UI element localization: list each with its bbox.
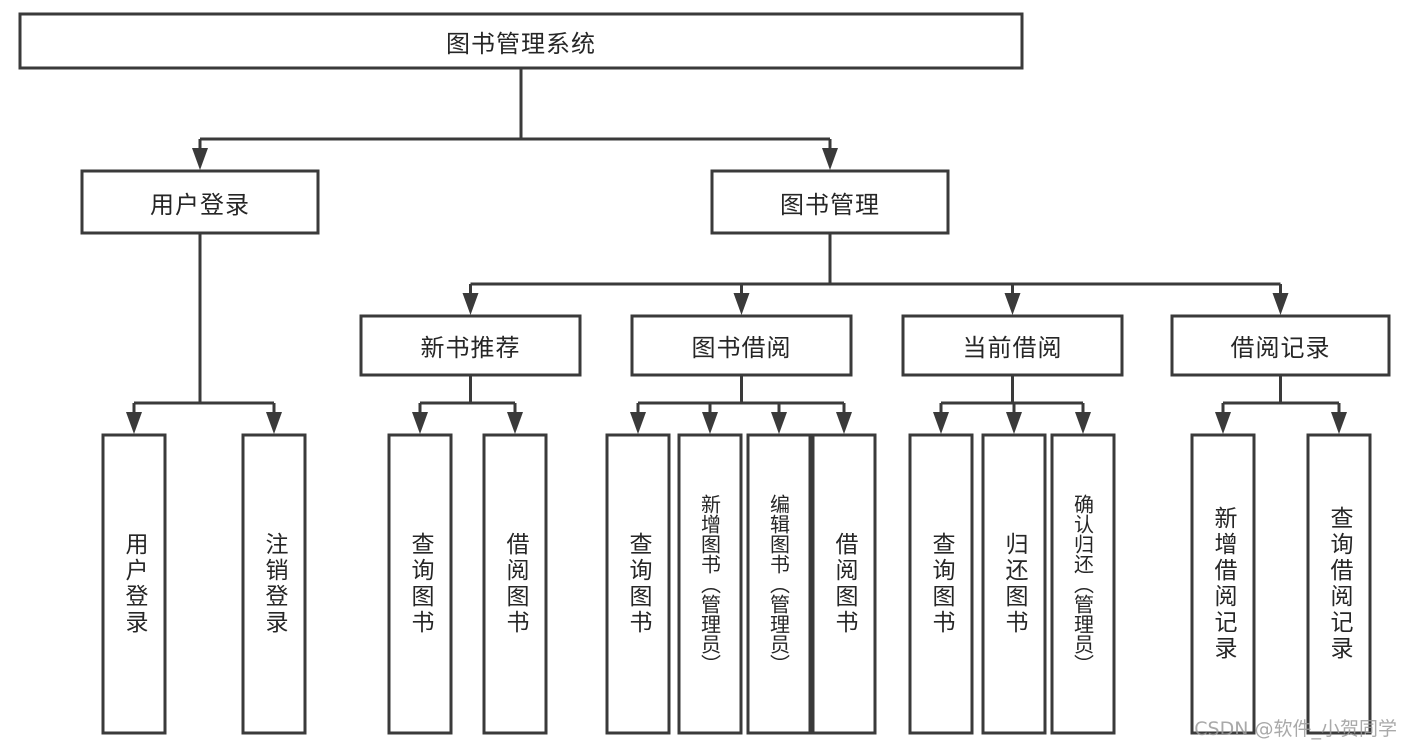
arrow-head-icon bbox=[836, 412, 852, 434]
node-box-leaf-borrow-book-1[interactable] bbox=[482, 433, 548, 735]
arrow-head-icon bbox=[192, 148, 208, 170]
node-box-leaf-query-book-2[interactable] bbox=[605, 433, 671, 735]
node-box-leaf-query-book-3[interactable] bbox=[908, 433, 974, 735]
node-box-current-borrow[interactable] bbox=[901, 314, 1124, 377]
node-box-leaf-query-record[interactable] bbox=[1306, 433, 1372, 735]
arrow-head-icon bbox=[507, 412, 523, 434]
arrow-head-icon bbox=[462, 293, 479, 315]
arrow-head-icon bbox=[412, 412, 428, 434]
arrow-head-icon bbox=[630, 412, 646, 434]
node-box-leaf-add-record[interactable] bbox=[1190, 433, 1256, 735]
node-box-root[interactable] bbox=[18, 12, 1024, 70]
node-box-leaf-edit-book[interactable] bbox=[746, 433, 812, 735]
node-box-book-borrow[interactable] bbox=[630, 314, 853, 377]
node-box-user-login[interactable] bbox=[80, 169, 320, 235]
node-box-leaf-return-book[interactable] bbox=[981, 433, 1047, 735]
arrow-head-icon bbox=[933, 412, 949, 434]
arrow-head-icon bbox=[126, 412, 142, 434]
nodes-layer bbox=[18, 12, 1391, 735]
arrow-head-icon bbox=[1075, 412, 1091, 434]
arrow-head-icon bbox=[702, 412, 718, 434]
node-box-leaf-logout[interactable] bbox=[241, 433, 307, 735]
arrow-head-icon bbox=[1272, 293, 1289, 315]
node-box-borrow-record[interactable] bbox=[1170, 314, 1391, 377]
arrow-head-icon bbox=[1006, 412, 1022, 434]
arrow-head-icon bbox=[771, 412, 787, 434]
edges-layer bbox=[126, 68, 1347, 434]
arrow-head-icon bbox=[1331, 412, 1347, 434]
node-box-book-manage[interactable] bbox=[710, 169, 950, 235]
arrow-head-icon bbox=[266, 412, 282, 434]
arrow-head-icon bbox=[733, 293, 750, 315]
arrow-head-icon bbox=[1004, 293, 1021, 315]
node-box-leaf-user-login[interactable] bbox=[101, 433, 167, 735]
node-box-leaf-borrow-book-2[interactable] bbox=[811, 433, 877, 735]
arrow-head-icon bbox=[1215, 412, 1231, 434]
arrow-head-icon bbox=[822, 148, 838, 170]
node-box-leaf-confirm-return[interactable] bbox=[1050, 433, 1116, 735]
node-box-leaf-add-book[interactable] bbox=[677, 433, 743, 735]
node-box-new-book-recommend[interactable] bbox=[359, 314, 582, 377]
node-box-leaf-query-book-1[interactable] bbox=[387, 433, 453, 735]
